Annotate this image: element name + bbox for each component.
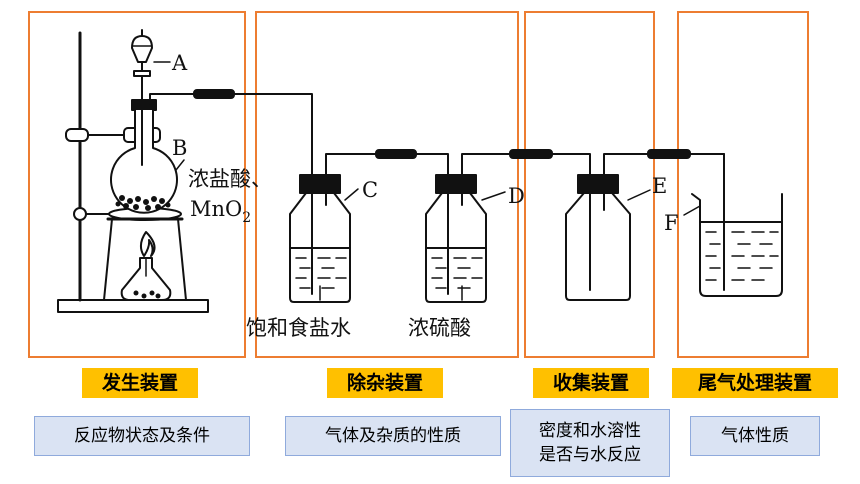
stage-box-collection xyxy=(524,11,655,358)
stage-box-generation xyxy=(28,11,246,358)
label-b: B xyxy=(172,136,187,160)
funnel-a xyxy=(131,29,171,101)
stage-title-purification: 除杂装置 xyxy=(327,368,443,398)
stage-box-tail-gas xyxy=(677,11,809,358)
reagent-mno2-label: MnO2 xyxy=(190,197,251,226)
stage-title-collection: 收集装置 xyxy=(533,368,649,398)
bottle-c xyxy=(289,174,359,303)
stage-title-generation: 发生装置 xyxy=(82,368,198,398)
reagent-bottle-d-label: 浓硫酸 xyxy=(408,316,471,340)
label-a: A xyxy=(171,51,188,75)
stage-note-collection: 密度和水溶性 是否与水反应 xyxy=(510,409,670,477)
reagent-bottle-c-label: 饱和食盐水 xyxy=(246,316,351,340)
label-c: C xyxy=(362,178,378,202)
label-f: F xyxy=(664,211,679,235)
reagent-generator-label: 浓盐酸、 xyxy=(188,167,272,191)
bottle-d xyxy=(425,174,506,303)
bottle-e xyxy=(565,174,651,301)
beaker-f xyxy=(683,153,783,297)
stage-box-purification xyxy=(255,11,519,358)
stage-note-tail-gas: 气体性质 xyxy=(690,416,820,456)
flask-b xyxy=(110,93,191,214)
stage-note-purification: 气体及杂质的性质 xyxy=(285,416,501,456)
stage-note-generation: 反应物状态及条件 xyxy=(34,416,250,456)
stage-title-tail-gas: 尾气处理装置 xyxy=(672,368,838,398)
label-d: D xyxy=(508,184,525,208)
alcohol-lamp xyxy=(103,217,187,301)
label-e: E xyxy=(652,174,667,198)
